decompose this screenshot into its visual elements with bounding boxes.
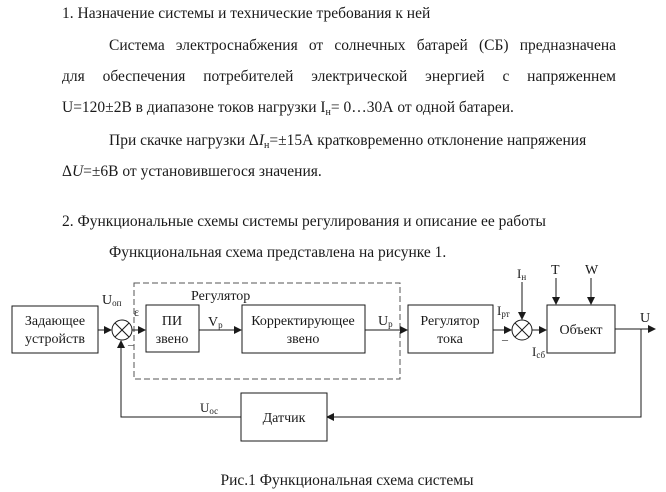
para2-var: I: [258, 132, 265, 149]
minus-sign-2: –: [501, 332, 509, 346]
t-label: T: [551, 263, 560, 278]
para1-line3-text: U=120±2В в диапазоне токов нагрузки I: [62, 99, 326, 116]
summing-junction-1: [111, 319, 133, 341]
pi-label-1: ПИ: [162, 314, 182, 329]
para2-line2: ΔU=±6В от установившегося значения.: [62, 163, 322, 181]
i-pt-label: Iрт: [497, 303, 510, 319]
corrective-block: [241, 304, 366, 354]
para2-line2-prefix: Δ: [62, 163, 72, 180]
object-block: [546, 304, 616, 354]
para2-line2-var: U: [71, 163, 84, 180]
epsilon-label: ε: [134, 305, 139, 319]
section1-heading: 1. Назначение системы и технические треб…: [62, 5, 430, 23]
current-regulator-label-2: тока: [437, 332, 464, 347]
section2-intro: Функциональная схема представлена на рис…: [109, 244, 446, 262]
setpoint-block: [11, 305, 99, 354]
i-n-label: Iн: [517, 266, 526, 282]
object-label: Объект: [559, 323, 602, 338]
section2-intro-text: Функциональная схема представлена на рис…: [109, 244, 447, 261]
pi-block: [145, 304, 200, 353]
regulator-group-border: [133, 282, 401, 380]
section2-heading: 2. Функциональные схемы системы регулиро…: [62, 213, 546, 231]
corrective-label-2: звено: [287, 332, 320, 347]
para1-line1-text: Система электроснабжения от солнечных ба…: [109, 37, 616, 54]
w-label: W: [585, 263, 599, 278]
para2-suffix: =±15А кратковременно отклонение напряжен…: [269, 132, 587, 149]
section1-heading-text: 1. Назначение системы и технические треб…: [62, 5, 431, 22]
para1-line1: Система электроснабжения от солнечных ба…: [109, 37, 616, 55]
current-regulator-block: [407, 304, 494, 354]
regulator-group-label: Регулятор: [191, 289, 250, 304]
para1-line3-suffix: = 0…30А от одной батареи.: [330, 99, 514, 116]
para2-line2-suffix: =±6В от установившегося значения.: [83, 163, 322, 180]
u-p-label: Uр: [378, 314, 393, 329]
u-op-label: Uоп: [102, 293, 122, 308]
para2-sub: н: [264, 140, 270, 151]
feedback-line-left: [117, 340, 241, 418]
setpoint-label-2: устройств: [25, 332, 85, 347]
setpoint-label-1: Задающее: [25, 314, 85, 329]
load-current-subscript: н: [325, 107, 331, 118]
v-p-label: Vр: [208, 315, 223, 330]
sensor-label: Датчик: [263, 411, 306, 426]
section2-heading-text: 2. Функциональные схемы системы регулиро…: [62, 213, 546, 230]
u-os-label: Uос: [200, 400, 218, 416]
corrective-label-1: Корректирующее: [251, 314, 355, 329]
pi-label-2: звено: [156, 332, 189, 347]
u-output-label: U: [640, 311, 650, 326]
para1-line3: U=120±2В в диапазоне токов нагрузки Iн= …: [62, 99, 514, 122]
para1-line2: для обеспечения потребителей электрическ…: [62, 68, 616, 86]
current-regulator-label-1: Регулятор: [420, 314, 479, 329]
para2-prefix: При скачке нагрузки Δ: [109, 132, 259, 149]
para2-line1: При скачке нагрузки ΔIн=±15А кратковреме…: [109, 132, 616, 155]
para1-line2-text: для обеспечения потребителей электрическ…: [62, 68, 616, 85]
figure-caption: Рис.1 Функциональная схема системы: [220, 472, 474, 489]
feedback-line-right: [326, 329, 642, 421]
summing-junction-2: [511, 319, 533, 341]
i-sb-label: Iсб: [532, 344, 545, 360]
minus-sign-1: –: [127, 339, 134, 351]
